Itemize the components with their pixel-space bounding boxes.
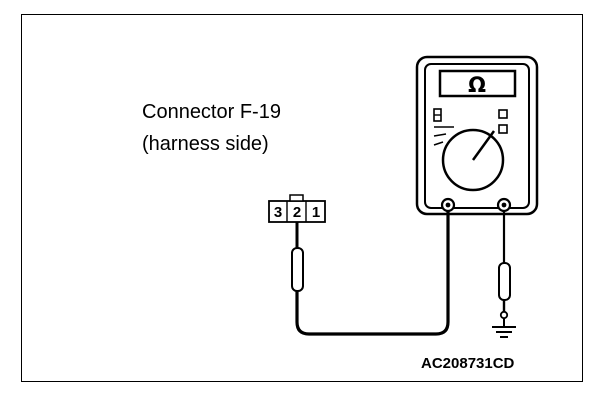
connector-f19 [268,194,326,223]
test-probe-icon [291,211,450,336]
connector-pin-3: 3 [274,204,282,221]
ground-lead [498,211,511,327]
connector-caption-title: Connector F-19 [142,101,281,123]
multimeter-icon [415,55,539,216]
meter-display-symbol: Ω [468,73,486,97]
figure-code: AC208731CD [421,355,515,372]
connector-pin-1: 1 [312,204,320,221]
connector-caption-subtitle: (harness side) [142,133,269,155]
connector-pin-2: 2 [293,204,301,221]
ground-symbol-icon [492,326,516,338]
